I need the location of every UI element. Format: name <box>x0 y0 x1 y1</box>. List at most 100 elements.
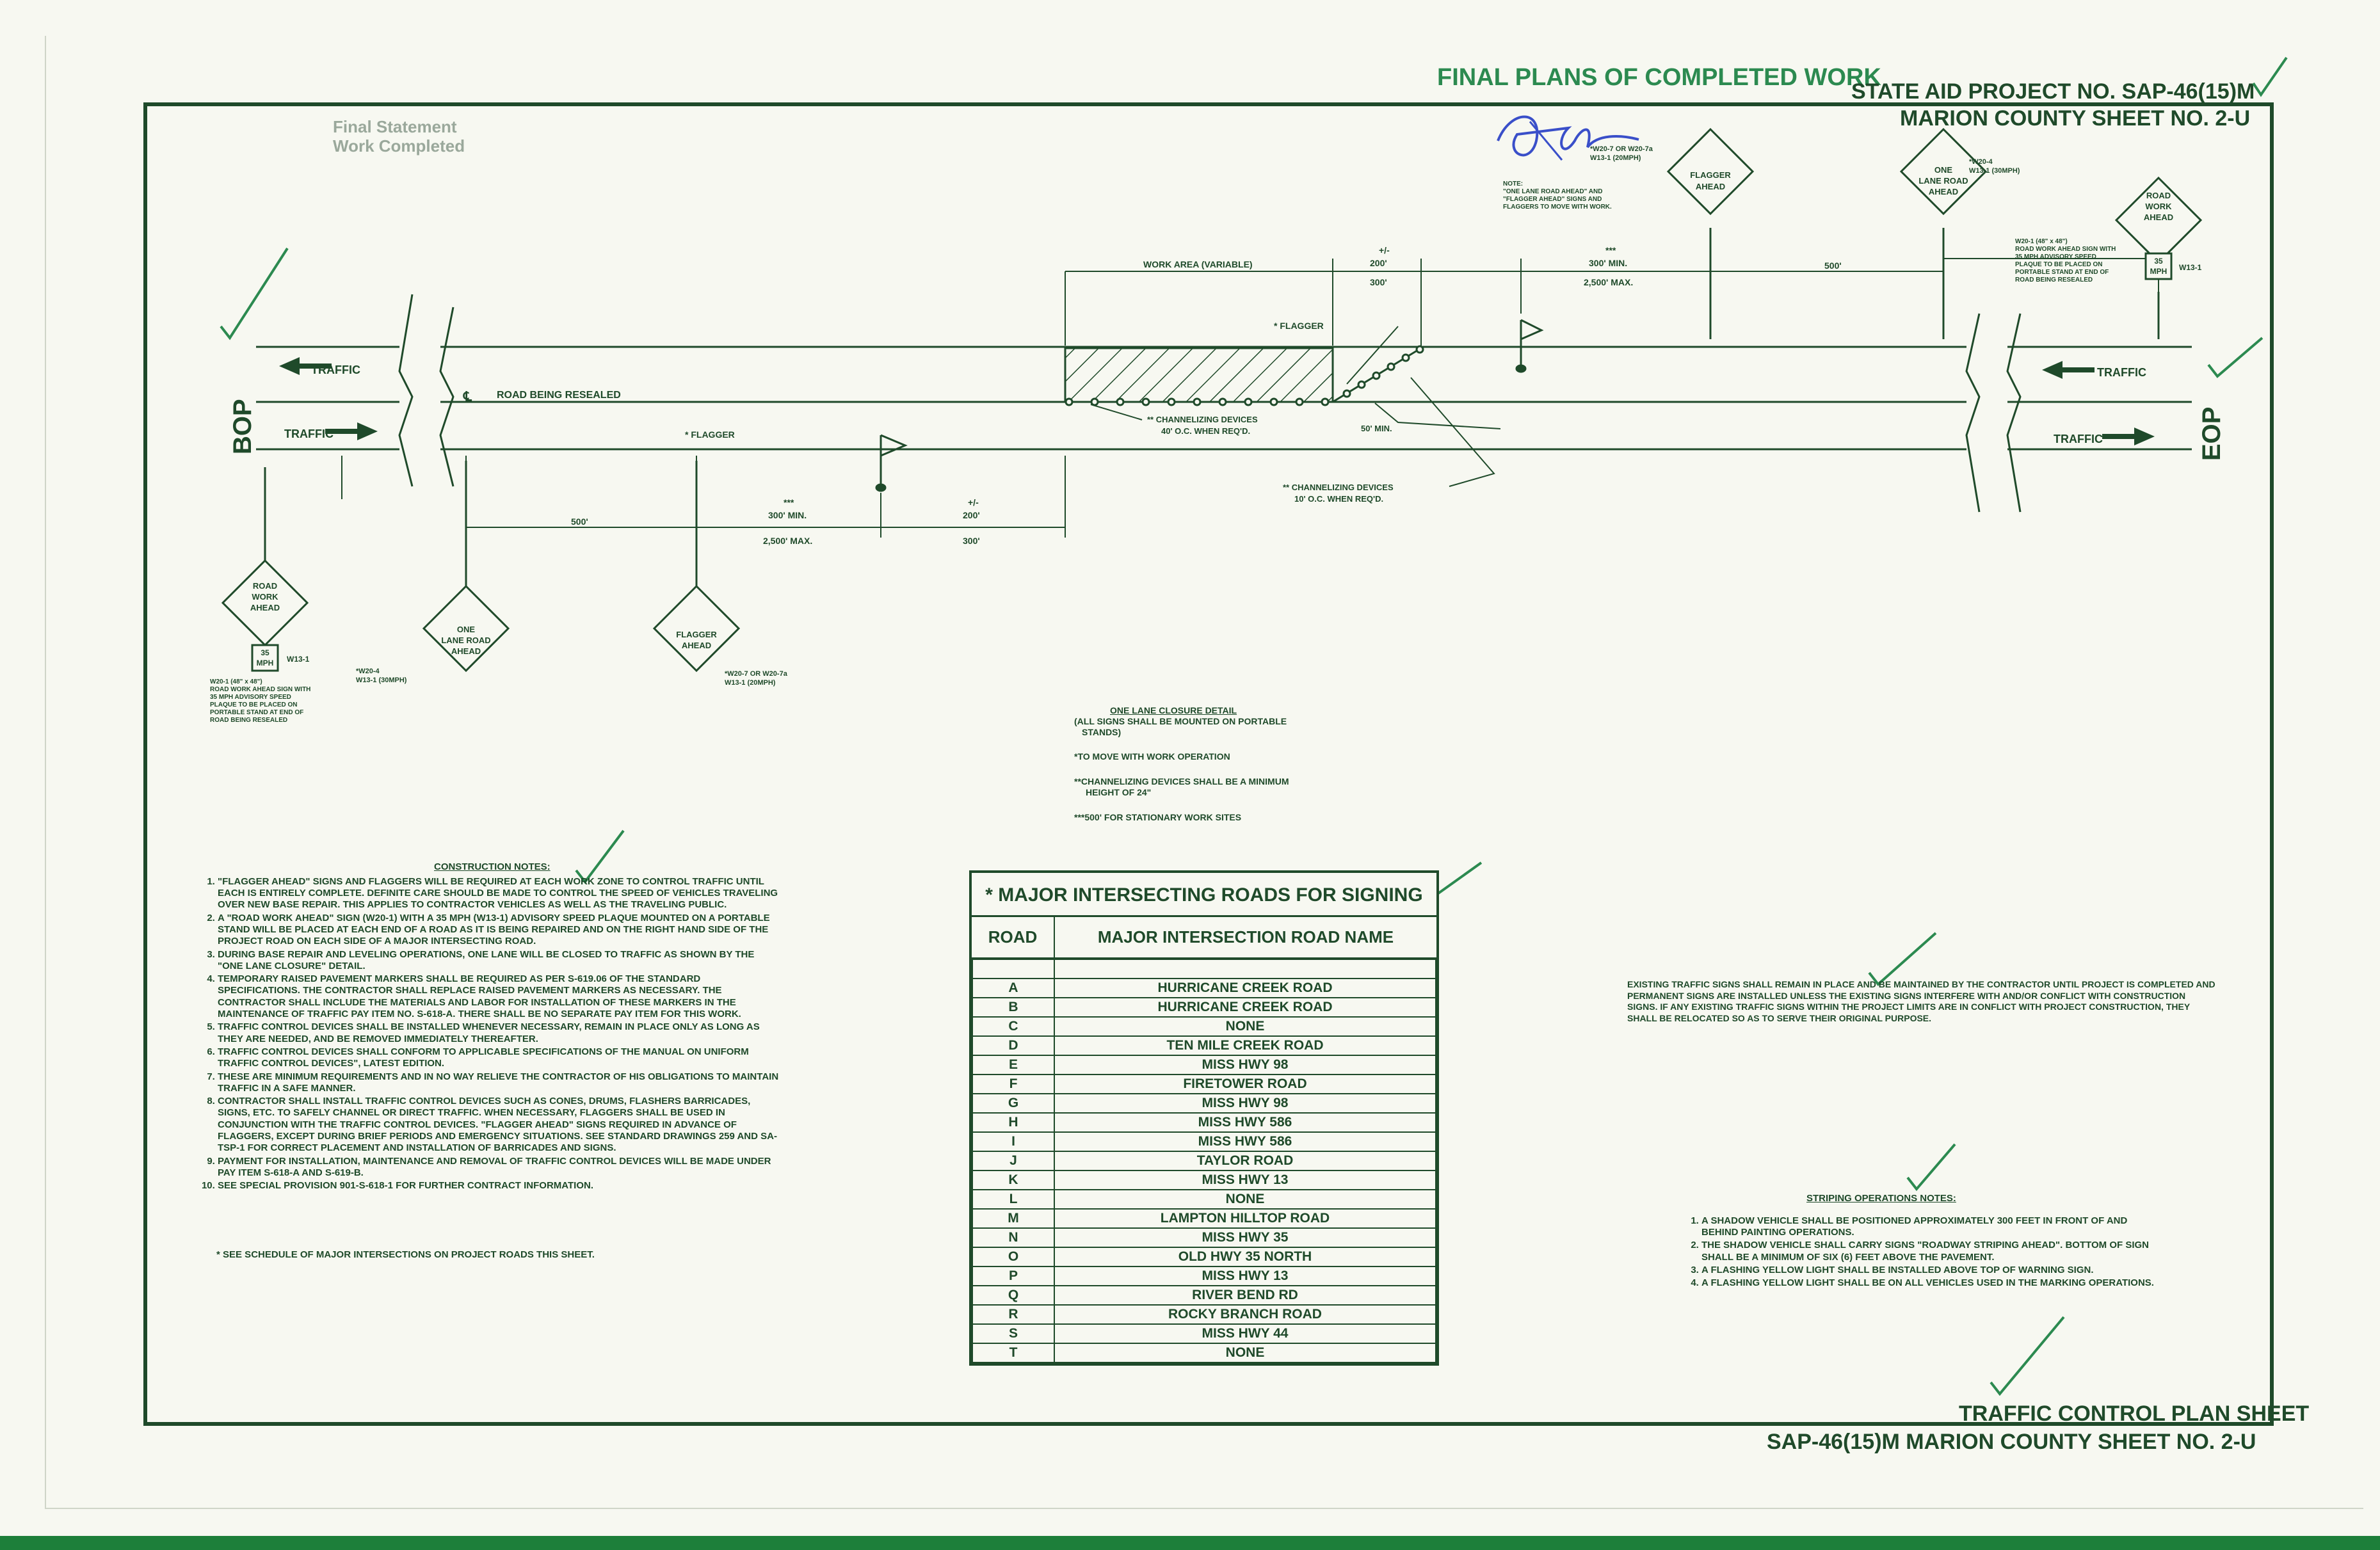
svg-text:W13-1: W13-1 <box>2179 263 2202 272</box>
road-name: MISS HWY 35 <box>1054 1227 1436 1248</box>
svg-text:ROAD BEING RESEALED: ROAD BEING RESEALED <box>2015 276 2093 284</box>
construction-footnote: * SEE SCHEDULE OF MAJOR INTERSECTIONS ON… <box>216 1249 595 1261</box>
svg-text:ONE: ONE <box>457 625 476 634</box>
project-number-bottom: SAP-46(15)M MARION COUNTY SHEET NO. 2-U <box>1767 1430 2256 1454</box>
svg-text:AHEAD: AHEAD <box>1929 187 1958 196</box>
striping-note: THE SHADOW VEHICLE SHALL CARRY SIGNS "RO… <box>1701 1240 2162 1263</box>
bot-dim-200: 200' <box>963 510 980 520</box>
road-name: MISS HWY 98 <box>1054 1093 1436 1114</box>
road-letter: G <box>972 1093 1055 1114</box>
svg-text:*W20-4: *W20-4 <box>1969 158 1993 166</box>
svg-text:ONE: ONE <box>1934 165 1953 175</box>
closure-note-3: ***500' FOR STATIONARY WORK SITES <box>1074 811 1242 822</box>
striping-note: A FLASHING YELLOW LIGHT SHALL BE ON ALL … <box>1701 1277 2162 1289</box>
construction-note: TRAFFIC CONTROL DEVICES SHALL CONFORM TO… <box>218 1046 781 1070</box>
svg-text:ROAD WORK AHEAD SIGN WITH: ROAD WORK AHEAD SIGN WITH <box>2015 246 2116 253</box>
svg-text:ROAD WORK AHEAD SIGN WITH: ROAD WORK AHEAD SIGN WITH <box>210 686 310 693</box>
construction-note: A "ROAD WORK AHEAD" SIGN (W20-1) WITH A … <box>218 913 781 948</box>
closure-subtitle-2: STANDS) <box>1082 726 1122 737</box>
bop-label: BOP <box>229 399 257 454</box>
top-dim-200: 200' <box>1370 258 1387 268</box>
road-row <box>972 959 1436 979</box>
svg-text:*W20-7 OR W20-7a: *W20-7 OR W20-7a <box>1590 145 1653 153</box>
svg-text:NOTE:: NOTE: <box>1503 180 1523 188</box>
svg-text:W13-1 (30MPH): W13-1 (30MPH) <box>356 676 407 684</box>
chan-40-line1: ** CHANNELIZING DEVICES <box>1147 415 1258 424</box>
svg-text:WORK: WORK <box>252 592 278 602</box>
bottom-green-band <box>0 1536 2380 1550</box>
construction-note: TRAFFIC CONTROL DEVICES SHALL BE INSTALL… <box>218 1021 781 1045</box>
road-name: TEN MILE CREEK ROAD <box>1054 1035 1436 1056</box>
svg-text:FLAGGERS TO MOVE WITH WORK.: FLAGGERS TO MOVE WITH WORK. <box>1503 204 1612 211</box>
road-letter: J <box>972 1151 1055 1171</box>
svg-text:MPH: MPH <box>257 659 274 667</box>
col-name-header: MAJOR INTERSECTION ROAD NAME <box>1097 927 1394 947</box>
road-name <box>1054 959 1436 979</box>
bot-dim-300min: 300' MIN. <box>768 510 807 520</box>
road-name: MISS HWY 13 <box>1054 1266 1436 1286</box>
road-name: LAMPTON HILLTOP ROAD <box>1054 1208 1436 1229</box>
top-dim-500: 500' <box>1824 260 1842 271</box>
construction-note: THESE ARE MINIMUM REQUIREMENTS AND IN NO… <box>218 1071 781 1095</box>
road-letter: D <box>972 1035 1055 1056</box>
road-letter: T <box>972 1343 1055 1363</box>
closure-title: ONE LANE CLOSURE DETAIL <box>1110 705 1237 715</box>
svg-text:FLAGGER: FLAGGER <box>676 630 717 639</box>
top-dim-300: 300' <box>1370 277 1387 287</box>
svg-text:FLAGGER: FLAGGER <box>1690 170 1731 180</box>
construction-note: DURING BASE REPAIR AND LEVELING OPERATIO… <box>218 949 781 973</box>
road-letter: R <box>972 1304 1055 1325</box>
road-letter: O <box>972 1247 1055 1267</box>
road-name: HURRICANE CREEK ROAD <box>1054 978 1436 998</box>
road-label: ROAD BEING RESEALED <box>497 390 621 401</box>
svg-text:W13-1 (30MPH): W13-1 (30MPH) <box>1969 167 2020 175</box>
svg-text:W13-1 (20MPH): W13-1 (20MPH) <box>1590 154 1641 162</box>
striping-note: A FLASHING YELLOW LIGHT SHALL BE INSTALL… <box>1701 1265 2162 1276</box>
svg-text:AHEAD: AHEAD <box>1696 182 1725 191</box>
closure-note-2: **CHANNELIZING DEVICES SHALL BE A MINIMU… <box>1074 776 1289 787</box>
bot-dim-pm: +/- <box>968 497 979 507</box>
top-dim-pm: +/- <box>1379 245 1390 255</box>
construction-note: "FLAGGER AHEAD" SIGNS AND FLAGGERS WILL … <box>218 876 781 911</box>
lane-closure-diagram: TRAFFIC TRAFFIC TRAFFIC TRAFFIC BOP EOP … <box>210 127 2226 724</box>
county-sheet-top: MARION COUNTY SHEET NO. 2-U <box>1900 106 2251 131</box>
construction-note: CONTRACTOR SHALL INSTALL TRAFFIC CONTROL… <box>218 1096 781 1154</box>
work-area-label: WORK AREA (VARIABLE) <box>1143 259 1253 269</box>
top-dim-300min: 300' MIN. <box>1589 258 1627 268</box>
road-letter: Q <box>972 1285 1055 1306</box>
chan-10-line2: 10' O.C. WHEN REQ'D. <box>1294 494 1383 504</box>
road-name: OLD HWY 35 NORTH <box>1054 1247 1436 1267</box>
svg-text:ROAD BEING RESEALED: ROAD BEING RESEALED <box>210 717 287 724</box>
project-number-top: STATE AID PROJECT NO. SAP-46(15)M <box>1851 79 2255 104</box>
striping-note: A SHADOW VEHICLE SHALL BE POSITIONED APP… <box>1701 1215 2162 1239</box>
road-letter: I <box>972 1131 1055 1152</box>
roads-table: * MAJOR INTERSECTING ROADS FOR SIGNING R… <box>969 870 1439 1366</box>
svg-text:AHEAD: AHEAD <box>2144 212 2173 222</box>
sheet-title: TRAFFIC CONTROL PLAN SHEET <box>1959 1402 2310 1426</box>
construction-note: PAYMENT FOR INSTALLATION, MAINTENANCE AN… <box>218 1156 781 1179</box>
svg-text:*W20-4: *W20-4 <box>356 667 380 675</box>
sheet-border <box>143 102 2274 1426</box>
road-letter: S <box>972 1323 1055 1344</box>
svg-text:MPH: MPH <box>2150 267 2167 276</box>
svg-text:35 MPH ADVISORY SPEED: 35 MPH ADVISORY SPEED <box>2015 253 2096 260</box>
svg-text:"FLAGGER AHEAD" SIGNS AND: "FLAGGER AHEAD" SIGNS AND <box>1503 196 1602 203</box>
construction-note: TEMPORARY RAISED PAVEMENT MARKERS SHALL … <box>218 973 781 1020</box>
svg-text:W20-1 (48" x 48"): W20-1 (48" x 48") <box>210 678 262 685</box>
flagger-label-top: * FLAGGER <box>1274 321 1324 331</box>
